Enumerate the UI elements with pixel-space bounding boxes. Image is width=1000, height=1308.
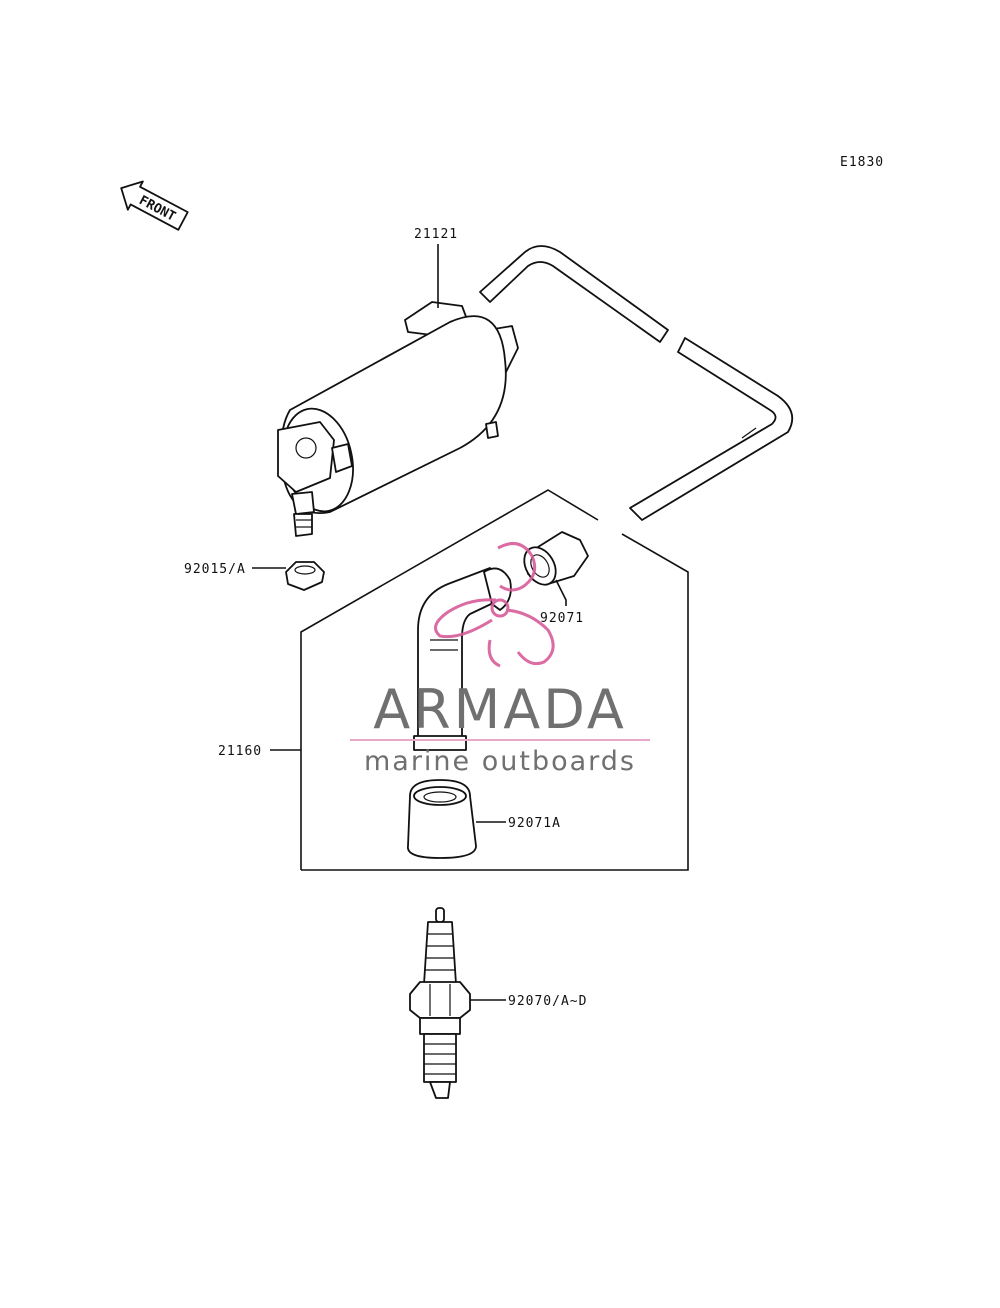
label-coil: 21121	[414, 227, 458, 242]
plug-cap-group-outline	[300, 489, 599, 870]
cap-boot	[407, 779, 477, 859]
nut	[285, 561, 325, 591]
label-spark-plug: 92070/A~D	[508, 994, 587, 1009]
front-arrow-icon: FRONT	[120, 180, 189, 231]
label-cap-seal: 92071	[540, 611, 584, 626]
high-tension-lead	[479, 245, 669, 343]
spark-plug	[409, 907, 471, 1099]
label-plug-cap: 21160	[218, 744, 262, 759]
high-tension-lead-lower	[629, 337, 794, 521]
brand-tagline: marine outboards	[364, 746, 636, 777]
figure-code: E1830	[840, 155, 884, 170]
label-cap-boot: 92071A	[508, 816, 561, 831]
label-nut: 92015/A	[184, 562, 246, 577]
ignition-coil	[277, 245, 794, 537]
brand-name: ARMADA	[373, 678, 627, 741]
armada-logo-icon	[434, 542, 555, 668]
